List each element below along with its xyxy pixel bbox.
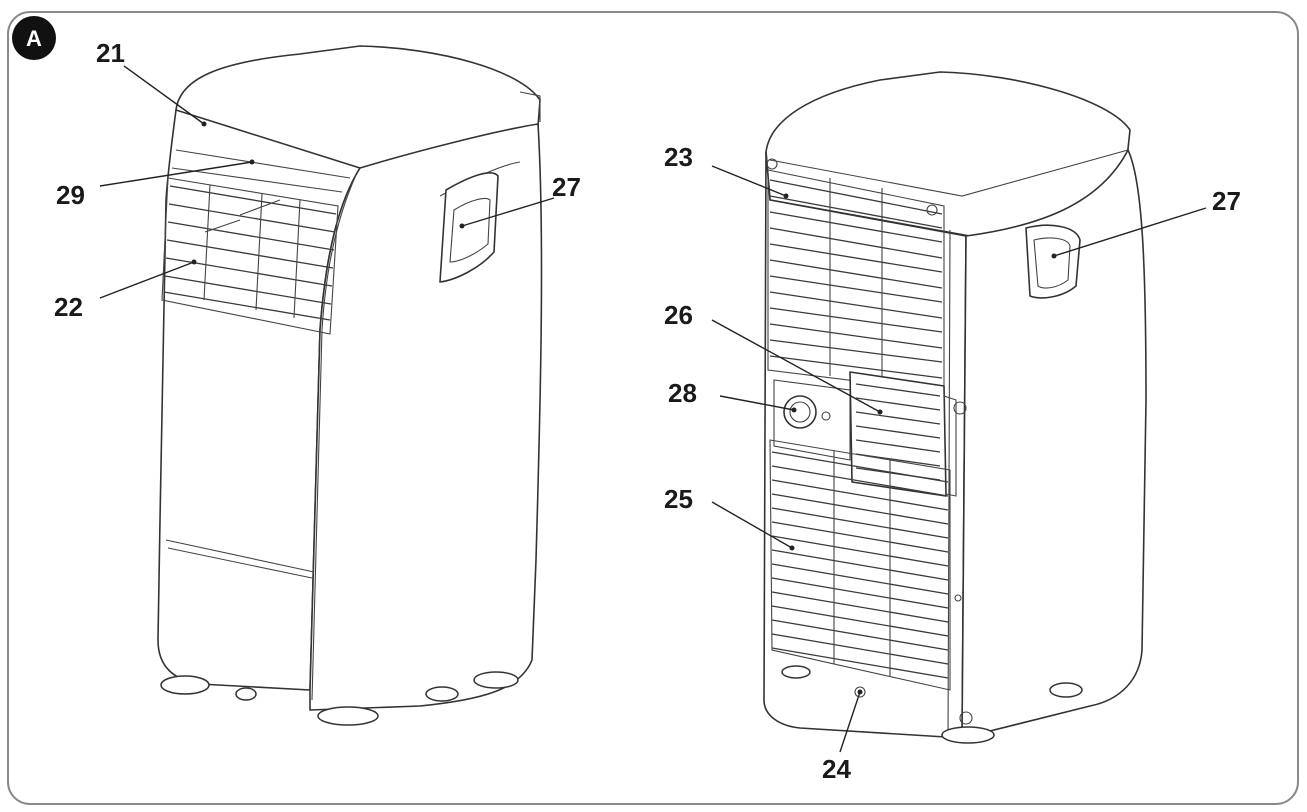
leader-22 bbox=[99, 261, 195, 299]
leader-27-back bbox=[1053, 207, 1207, 257]
front-unit bbox=[157, 45, 543, 726]
figure-badge: A bbox=[12, 16, 56, 60]
callout-29: 29 bbox=[56, 180, 85, 210]
figure-badge-label: A bbox=[26, 26, 42, 51]
leader-28 bbox=[719, 395, 795, 411]
leader-21 bbox=[123, 65, 205, 125]
leader-23 bbox=[711, 165, 787, 197]
callout-23: 23 bbox=[664, 142, 693, 172]
leader-26 bbox=[711, 319, 881, 413]
back-unit bbox=[763, 71, 1147, 744]
leader-29 bbox=[99, 161, 253, 187]
callout-27-front: 27 bbox=[552, 172, 581, 202]
callout-28: 28 bbox=[668, 378, 697, 408]
callout-26: 26 bbox=[664, 300, 693, 330]
leader-24 bbox=[839, 691, 861, 753]
leader-lines bbox=[99, 65, 1207, 753]
callout-25: 25 bbox=[664, 484, 693, 514]
callout-24: 24 bbox=[822, 754, 851, 784]
leader-27-front bbox=[461, 197, 555, 227]
callout-21: 21 bbox=[96, 38, 125, 68]
callout-27-back: 27 bbox=[1212, 186, 1241, 216]
callout-22: 22 bbox=[54, 292, 83, 322]
leader-25 bbox=[711, 501, 793, 549]
callout-labels: 21 29 22 27 23 27 26 28 25 24 bbox=[54, 38, 1241, 784]
